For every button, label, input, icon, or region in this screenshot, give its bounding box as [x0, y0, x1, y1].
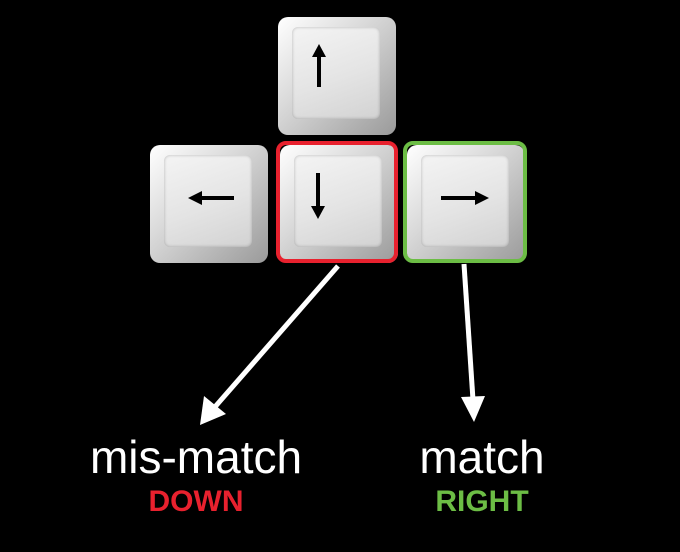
arrow-up-icon	[312, 44, 326, 87]
down-key-cap	[294, 155, 382, 247]
match-pointer-arrow	[461, 263, 485, 422]
left-arrow-key[interactable]	[150, 145, 268, 263]
right-key-cap	[421, 155, 509, 247]
mismatch-label: mis-match	[89, 431, 303, 483]
left-key-cap	[164, 155, 252, 247]
arrow-down-icon	[311, 173, 325, 219]
right-arrow-key[interactable]	[407, 145, 525, 263]
match-key-label: RIGHT	[435, 485, 529, 518]
arrow-right-icon	[441, 191, 489, 205]
down-arrow-key[interactable]	[280, 145, 398, 263]
mismatch-pointer-arrow	[200, 264, 340, 425]
arrow-left-icon	[188, 191, 234, 205]
match-label: match	[419, 431, 545, 483]
up-key-cap	[292, 27, 380, 119]
up-arrow-key[interactable]	[278, 17, 396, 135]
mismatch-key-label: DOWN	[148, 485, 244, 518]
right-key-highlight	[403, 141, 527, 263]
down-key-highlight	[276, 141, 398, 263]
